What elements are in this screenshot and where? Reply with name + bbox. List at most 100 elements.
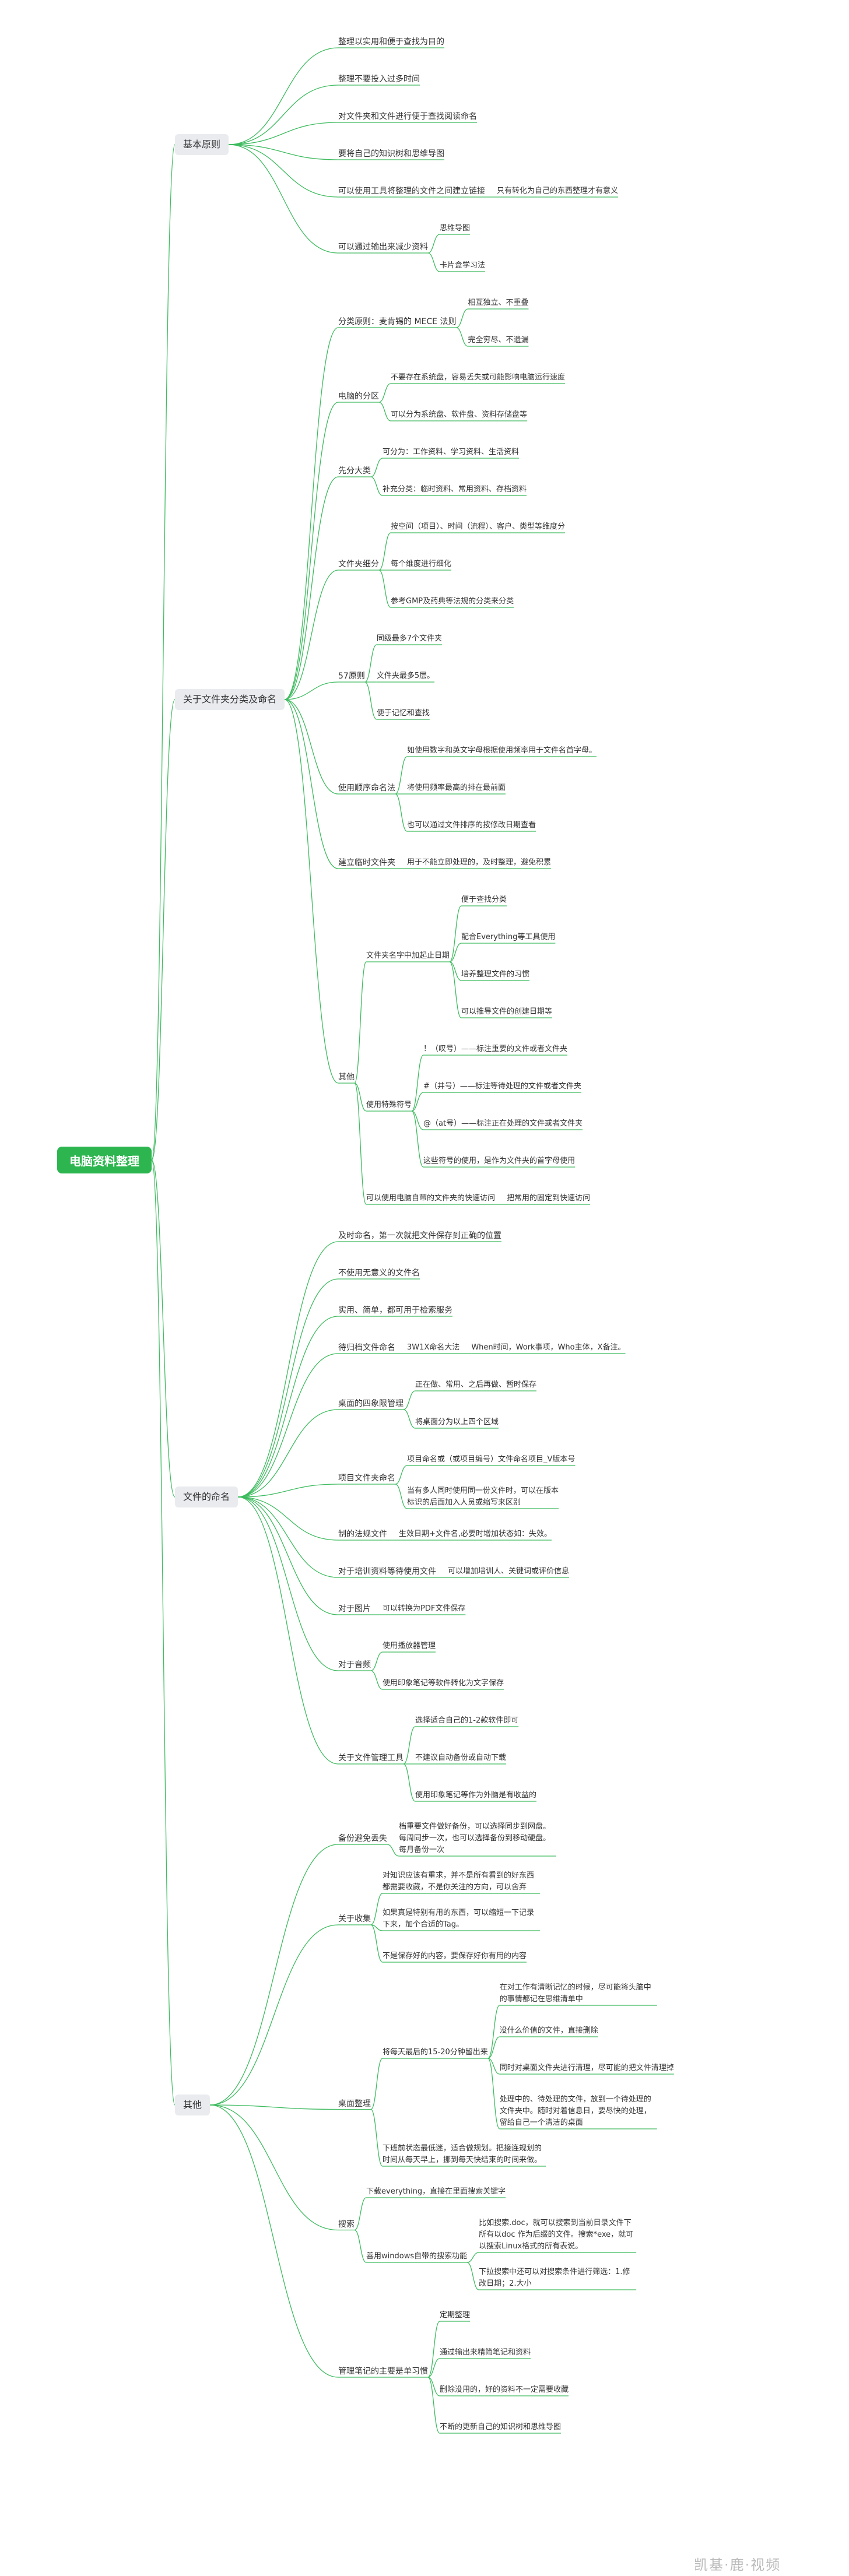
mindmap-topic-node[interactable]: 制的法规文件 [338, 1530, 387, 1539]
mindmap-topic-node[interactable]: 配合Everything等工具使用 [461, 933, 556, 941]
mindmap-topic-node[interactable]: 使用特殊符号 [366, 1101, 412, 1109]
mindmap-topic-node[interactable]: 把常用的固定到快速访问 [507, 1194, 591, 1203]
mindmap-topic-node[interactable]: 不是保存好的内容，要保存好你有用的内容 [383, 1952, 527, 1960]
mindmap-topic-node[interactable]: 当有多人同时使用同一份文件时，可以在版本标识的后面加入人员或缩写来区别 [407, 1486, 559, 1507]
mindmap-topic-node[interactable]: 用于不能立即处理的，及时整理，避免积累 [407, 858, 552, 867]
mindmap-topic-node[interactable]: 可以推导文件的创建日期等 [461, 1007, 553, 1016]
mindmap-topic-node[interactable]: 善用windows自带的搜索功能 [366, 2252, 468, 2261]
mindmap-topic-node[interactable]: 先分大类 [338, 466, 371, 476]
mindmap-topic-node[interactable]: 定期整理 [440, 2311, 471, 2320]
mindmap-topic-node[interactable]: 每个维度进行细化 [391, 560, 452, 568]
mindmap-topic-node[interactable]: 档重要文件做好备份，可以选择同步到网盘。每周同步一次，也可以选择备份到移动硬盘。… [399, 1822, 551, 1854]
mindmap-topic-node[interactable]: 项目文件夹命名 [338, 1474, 395, 1483]
mindmap-topic-node[interactable]: 不使用无意义的文件名 [338, 1268, 420, 1278]
mindmap-topic-node[interactable]: 删除没用的，好的资料不一定需要收藏 [440, 2385, 569, 2394]
mindmap-topic-node[interactable]: 同级最多7个文件夹 [376, 634, 443, 643]
mindmap-topic-node[interactable]: 培养整理文件的习惯 [461, 970, 530, 979]
mindmap-topic-node[interactable]: 在对工作有清晰记忆的时候，尽可能将头脑中的事情都记在思维清单中 [499, 1983, 651, 2004]
mindmap-topic-node[interactable]: 3W1X命名大法 [407, 1343, 460, 1352]
mindmap-topic-node[interactable]: 不要存在系统盘，容易丢失或可能影响电脑运行速度 [391, 373, 566, 382]
mindmap-topic-node[interactable]: 也可以通过文件排序的按修改日期查看 [407, 821, 536, 830]
mindmap-topic-node[interactable]: 要将自己的知识树和思维导图 [338, 149, 444, 159]
mindmap-topic-node[interactable]: 其他 [338, 1073, 355, 1082]
mindmap-branch-node[interactable]: 关于文件夹分类及命名 [175, 689, 285, 710]
mindmap-topic-node[interactable]: 关于文件管理工具 [338, 1753, 404, 1763]
mindmap-branch-node[interactable]: 其他 [175, 2094, 211, 2115]
mindmap-topic-node[interactable]: 可以增加培训人、关键词或评价信息 [448, 1567, 570, 1576]
mindmap-topic-node[interactable]: 可以通过输出来减少资料 [338, 243, 428, 252]
mindmap-topic-node[interactable]: 对文件夹和文件进行便于查找阅读命名 [338, 112, 477, 121]
mindmap-topic-node[interactable]: 建立临时文件夹 [338, 858, 395, 867]
mindmap-topic-node[interactable]: 便于记忆和查找 [376, 709, 430, 718]
mindmap-topic-node[interactable]: 搜索 [338, 2219, 355, 2229]
mindmap-topic-node[interactable]: 待归档文件命名 [338, 1343, 395, 1352]
mindmap-topic-node[interactable]: 对于图片 [338, 1604, 371, 1614]
mindmap-topic-node[interactable]: 关于收集 [338, 1914, 371, 1924]
mindmap-topic-node[interactable]: 将桌面分为以上四个区域 [415, 1418, 499, 1426]
mindmap-branch-node[interactable]: 基本原则 [175, 134, 229, 155]
mindmap-topic-node[interactable]: 下载everything，直接在里面搜索关键字 [366, 2187, 506, 2196]
mindmap-topic-node[interactable]: 项目命名或（或项目编号）文件命名项目_V版本号 [407, 1455, 576, 1464]
mindmap-topic-node[interactable]: 完全穷尽、不遗漏 [468, 336, 529, 345]
connector-line [238, 1496, 339, 1615]
mindmap-topic-node[interactable]: 使用播放器管理 [383, 1642, 436, 1650]
mindmap-topic-node[interactable]: 使用印象笔记等软件转化为文字保存 [383, 1679, 504, 1688]
mindmap-topic-node[interactable]: 可以使用工具将整理的文件之间建立链接 [338, 187, 485, 196]
mindmap-topic-node[interactable]: 选择适合自己的1-2款软件即可 [415, 1716, 519, 1725]
mindmap-topic-node[interactable]: @（at号）——标注正在处理的文件或者文件夹 [423, 1119, 583, 1128]
mindmap-topic-node[interactable]: 相互独立、不重叠 [468, 298, 529, 307]
mindmap-topic-node[interactable]: 对知识应该有重求，并不是所有看到的好东西都需要收藏，不是你关注的方向，可以舍弃 [383, 1871, 535, 1892]
mindmap-topic-node[interactable]: 将使用频率最高的排在最前面 [407, 783, 506, 792]
mindmap-topic-node[interactable]: 可以使用电脑自带的文件夹的快速访问 [366, 1194, 496, 1203]
mindmap-root-node[interactable]: 电脑资料整理 [57, 1147, 152, 1173]
mindmap-topic-node[interactable]: 分类原则：麦肯锡的 MECE 法则 [338, 317, 457, 326]
mindmap-topic-node[interactable]: 生效日期+文件名,必要时增加状态如：失效。 [399, 1530, 552, 1538]
mindmap-topic-node[interactable]: 没什么价值的文件，直接删除 [499, 2026, 598, 2035]
mindmap-topic-node[interactable]: 桌面整理 [338, 2099, 371, 2108]
mindmap-topic-node[interactable]: 对于音频 [338, 1660, 371, 1670]
mindmap-topic-node[interactable]: ！（叹号）——标注重要的文件或者文件夹 [423, 1045, 568, 1053]
mindmap-topic-node[interactable]: 可以转换为PDF文件保存 [383, 1604, 466, 1613]
mindmap-topic-node[interactable]: 可以分为系统盘、软件盘、资料存储盘等 [391, 410, 528, 419]
mindmap-topic-node[interactable]: 处理中的、待处理的文件，放到一个待处理的文件夹中。随时对着信息日，要尽快的处理，… [499, 2095, 651, 2127]
mindmap-branch-node[interactable]: 文件的命名 [175, 1486, 238, 1507]
mindmap-topic-node[interactable]: 文件夹名字中加起止日期 [366, 951, 450, 960]
mindmap-topic-node[interactable]: 补充分类：临时资料、常用资料、存档资料 [383, 485, 527, 494]
mindmap-topic-node[interactable]: 57原则 [338, 672, 365, 681]
mindmap-topic-node[interactable]: #（井号）——标注等待处理的文件或者文件夹 [423, 1082, 581, 1091]
mindmap-topic-node[interactable]: 思维导图 [440, 224, 471, 233]
mindmap-topic-node[interactable]: 参考GMP及药典等法规的分类来分类 [391, 597, 514, 606]
mindmap-topic-node[interactable]: 可分为：工作资料、学习资料、生活资料 [383, 448, 520, 456]
mindmap-topic-node[interactable]: 通过输出来精简笔记和资料 [440, 2348, 531, 2357]
mindmap-topic-node[interactable]: 文件夹最多5层。 [376, 672, 435, 680]
mindmap-topic-node[interactable]: 只有转化为自己的东西整理才有意义 [497, 187, 619, 195]
mindmap-topic-node[interactable]: 如使用数字和英文字母根据使用频率用于文件名首字母。 [407, 746, 597, 755]
mindmap-topic-node[interactable]: 便于查找分类 [461, 895, 507, 904]
mindmap-topic-node[interactable]: 文件夹细分 [338, 560, 379, 569]
mindmap-topic-node[interactable]: 不断的更新自己的知识树和思维导图 [440, 2423, 562, 2431]
mindmap-topic-node[interactable]: 不建议自动备份或自动下载 [415, 1753, 507, 1762]
connector-line [378, 402, 391, 421]
mindmap-topic-node[interactable]: 将每天最后的15-20分钟留出来 [383, 2048, 488, 2057]
mindmap-topic-node[interactable]: 整理以实用和便于查找为目的 [338, 37, 444, 47]
mindmap-topic-node[interactable]: 备份避免丢失 [338, 1834, 387, 1843]
mindmap-topic-node[interactable]: 卡片盒学习法 [440, 261, 486, 270]
mindmap-topic-node[interactable]: 实用、简单，都可用于检索服务 [338, 1306, 452, 1315]
mindmap-topic-node[interactable]: 桌面的四象限管理 [338, 1399, 404, 1408]
mindmap-topic-node[interactable]: 整理不要投入过多时间 [338, 75, 420, 84]
mindmap-topic-node[interactable]: 比如搜索.doc，就可以搜索到当前目录文件下所有以doc 作为后缀的文件。搜索*… [479, 2219, 634, 2251]
mindmap-topic-node[interactable]: 这些符号的使用，是作为文件夹的首字母使用 [423, 1157, 576, 1165]
mindmap-topic-node[interactable]: 电脑的分区 [338, 392, 379, 401]
mindmap-topic-node[interactable]: 按空间（项目）、时间（流程）、客户、类型等维度分 [391, 522, 566, 531]
mindmap-topic-node[interactable]: 同时对桌面文件夹进行清理，尽可能的把文件清理掉 [499, 2064, 674, 2072]
mindmap-topic-node[interactable]: 如果真是特别有用的东西，可以缩短一下记录下来，加个合适的Tag。 [383, 1909, 535, 1929]
mindmap-topic-node[interactable]: 使用顺序命名法 [338, 783, 395, 793]
mindmap-topic-node[interactable]: 管理笔记的主要是单习惯 [338, 2367, 428, 2376]
mindmap-topic-node[interactable]: 对于培训资料等待使用文件 [338, 1567, 436, 1576]
mindmap-topic-node[interactable]: 正在做、常用、之后再做、暂时保存 [415, 1380, 537, 1389]
mindmap-topic-node[interactable]: 及时命名，第一次就把文件保存到正确的位置 [338, 1231, 501, 1240]
mindmap-topic-node[interactable]: 使用印象笔记等作为外脑是有收益的 [415, 1791, 537, 1800]
mindmap-topic-node[interactable]: 下拉搜索中还可以对搜索条件进行筛选：1.修改日期；2.大小 [479, 2268, 630, 2288]
mindmap-topic-node[interactable]: 下班前状态最低迷，适合做规划。把接连规划的时间从每天早上，挪到每天快结束的时间来… [383, 2144, 542, 2164]
mindmap-topic-node[interactable]: When时间，Work事项，Who主体，X备注。 [471, 1343, 626, 1352]
